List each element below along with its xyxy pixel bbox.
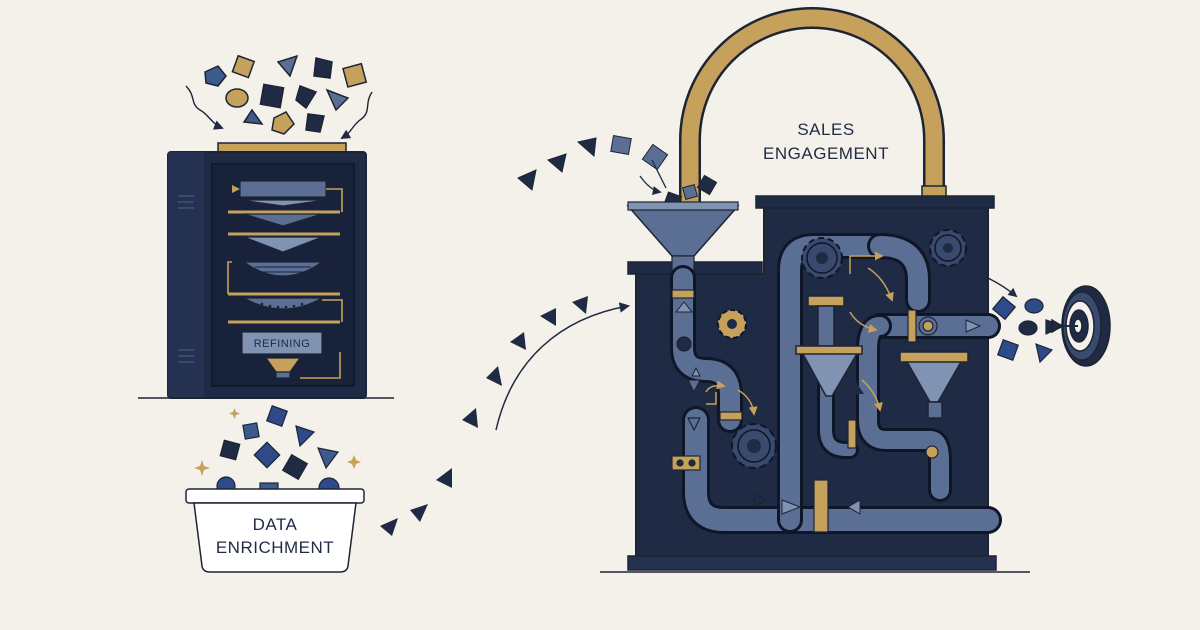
data-enrichment-bin: DATA ENRICHMENT bbox=[185, 488, 365, 573]
refining-label: REFINING bbox=[254, 338, 311, 350]
flow-arrow-bottom-icon bbox=[380, 296, 588, 536]
data-enrichment-label-line1: DATA bbox=[253, 515, 298, 534]
output-chunks-icon bbox=[987, 277, 1066, 364]
funnel-icon bbox=[795, 295, 969, 419]
filter-stages bbox=[228, 180, 340, 379]
target-icon bbox=[1051, 285, 1111, 367]
sparkle-icons bbox=[194, 408, 361, 476]
enriched-data-chunks-icon bbox=[216, 404, 340, 500]
data-enrichment-label-line2: ENRICHMENT bbox=[216, 538, 334, 557]
flow-arrow-top-icon bbox=[517, 134, 669, 191]
sales-engagement-label-line2: ENGAGEMENT bbox=[763, 144, 889, 163]
sales-engagement-machine: SALES ENGAGEMENT bbox=[600, 7, 1030, 573]
sales-engagement-label-line1: SALES bbox=[797, 120, 854, 139]
scatter-lines bbox=[185, 85, 373, 140]
gear-icon bbox=[717, 229, 967, 469]
flow-curve bbox=[495, 302, 631, 431]
refinery-tower: REFINING bbox=[138, 142, 394, 399]
valve-icon bbox=[671, 289, 939, 533]
raw-data-chunks-icon bbox=[204, 54, 368, 135]
